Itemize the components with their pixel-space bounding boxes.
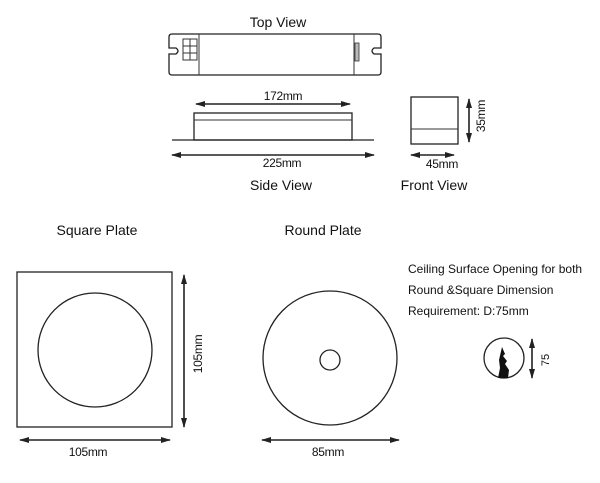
front-view-width: 45mm xyxy=(426,157,458,171)
front-view-height: 35mm xyxy=(474,100,488,132)
side-view-drawing: 172mm 225mm Side View xyxy=(171,89,375,193)
driver-body-front xyxy=(410,96,459,145)
square-plate-outline xyxy=(16,271,173,428)
square-plate-opening-circle xyxy=(37,292,153,408)
side-view-inner-length: 172mm xyxy=(264,89,303,103)
ceiling-opening-note: Ceiling Surface Opening for both Round &… xyxy=(408,259,582,322)
cutting-tool-icon xyxy=(498,347,509,378)
side-view-title: Side View xyxy=(250,177,313,193)
switch-icon xyxy=(354,42,360,62)
note-line-3: Requirement: D:75mm xyxy=(408,304,529,318)
round-plate-diameter: 85mm xyxy=(312,445,344,459)
round-plate-center-circle xyxy=(319,349,341,371)
round-plate-outline xyxy=(262,290,398,426)
ceiling-cutout-drawing: 75 xyxy=(483,337,552,379)
side-view-overall-length: 225mm xyxy=(263,156,302,170)
note-line-1: Ceiling Surface Opening for both xyxy=(408,262,583,276)
note-line-2: Round &Square Dimension xyxy=(408,283,554,297)
front-view-drawing: 35mm 45mm Front View xyxy=(401,96,488,193)
front-view-title: Front View xyxy=(401,177,469,193)
top-view-drawing: Top View xyxy=(168,14,382,76)
driver-body-top-outline xyxy=(168,33,382,76)
cutout-dimension-label: 75 xyxy=(540,354,552,366)
round-plate-title: Round Plate xyxy=(284,222,361,238)
square-plate-drawing: Square Plate 105mm 105mm xyxy=(16,222,205,459)
square-plate-width: 105mm xyxy=(69,445,108,459)
terminal-block-icon xyxy=(182,38,198,61)
round-plate-drawing: Round Plate 85mm xyxy=(261,222,400,459)
driver-body-side xyxy=(193,112,353,141)
top-view-title: Top View xyxy=(250,14,307,30)
square-plate-title: Square Plate xyxy=(57,222,138,238)
square-plate-height: 105mm xyxy=(191,334,205,373)
